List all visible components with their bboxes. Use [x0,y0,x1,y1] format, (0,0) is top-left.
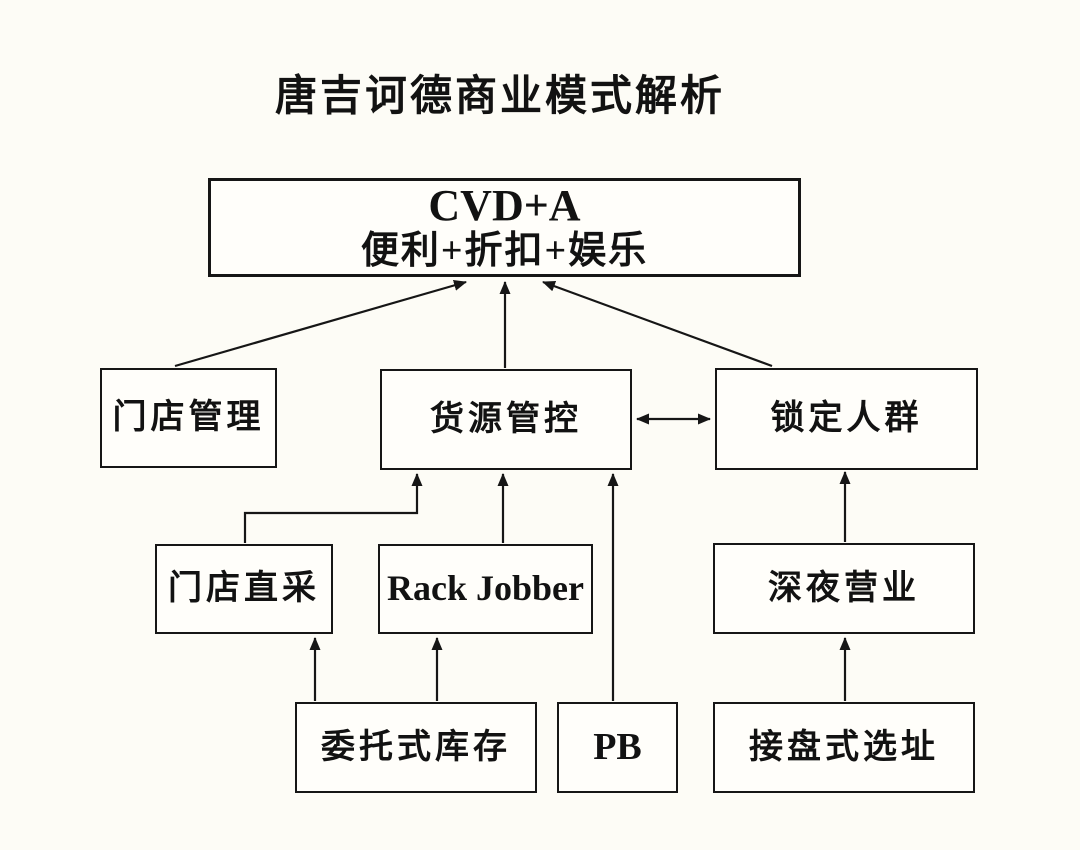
node-cvda-line1: CVD+A [428,181,581,231]
node-rack-jobber: Rack Jobber [378,544,593,634]
node-store-management-label: 门店管理 [112,399,265,437]
diagram-title: 唐吉诃德商业模式解析 [274,74,725,120]
node-rack-jobber-label: Rack Jobber [387,568,584,609]
node-store-management: 门店管理 [100,368,277,468]
node-cvda: CVD+A 便利+折扣+娱乐 [208,178,801,277]
node-direct-procurement: 门店直采 [155,544,333,634]
node-late-night-operation-label: 深夜营业 [768,569,920,607]
edge-direct-procurement-to-supply-control [243,473,423,543]
node-direct-procurement-label: 门店直采 [168,570,320,608]
node-late-night-operation: 深夜营业 [713,543,975,634]
edge-target-customers-to-cvda [542,280,773,368]
node-private-brand-label: PB [593,725,642,768]
node-private-brand: PB [557,702,678,793]
node-supply-control-label: 货源管控 [430,400,582,438]
node-takeover-site-selection-label: 接盘式选址 [749,728,939,766]
node-consignment-inventory-label: 委托式库存 [321,728,511,766]
edge-store-management-to-cvda [174,280,467,368]
node-target-customers: 锁定人群 [715,368,978,470]
node-target-customers-label: 锁定人群 [770,400,923,438]
node-takeover-site-selection: 接盘式选址 [713,702,975,793]
node-supply-control: 货源管控 [380,369,632,470]
node-consignment-inventory: 委托式库存 [295,702,537,793]
node-cvda-line2: 便利+折扣+娱乐 [360,229,649,272]
